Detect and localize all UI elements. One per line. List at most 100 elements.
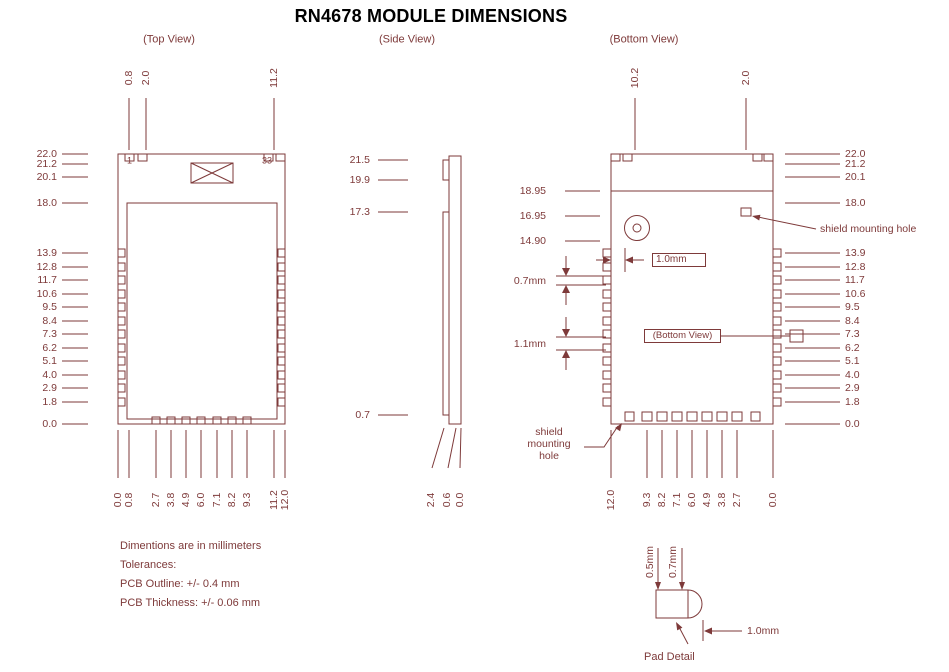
bottom-view-callout-box: (Bottom View) bbox=[644, 329, 721, 343]
dim-label: 10.2 bbox=[628, 67, 641, 89]
dim-label: 2.0 bbox=[139, 70, 152, 86]
dim-label: 4.9 bbox=[700, 492, 713, 508]
note-pcb-thickness: PCB Thickness: +/- 0.06 mm bbox=[120, 597, 261, 609]
side-view-drawing bbox=[378, 155, 462, 469]
dim-label: 11.2 bbox=[267, 490, 280, 510]
pin-pitch-dim-label: 1.1mm bbox=[513, 337, 546, 350]
dim-label: 4.0 bbox=[42, 368, 57, 381]
module-outline bbox=[117, 153, 286, 425]
shield-mounting-hole-square bbox=[740, 207, 752, 217]
pin-height-dim-label: 0.7mm bbox=[513, 274, 546, 287]
dim-label: 20.1 bbox=[36, 170, 57, 183]
dim-label: 2.4 bbox=[424, 492, 437, 508]
dim-label: 1.8 bbox=[845, 395, 860, 408]
dim-label: 12.8 bbox=[36, 260, 57, 273]
dim-label: 12.8 bbox=[845, 260, 866, 273]
dim-label: 4.9 bbox=[179, 492, 192, 508]
dim-label: 7.3 bbox=[42, 327, 57, 340]
dim-label: 3.8 bbox=[715, 492, 728, 508]
note-units: Dimentions are in millimeters bbox=[120, 540, 262, 552]
dim-label: 0.0 bbox=[42, 417, 57, 430]
dim-label: 18.0 bbox=[845, 196, 866, 209]
pad-detail-drawing bbox=[655, 548, 742, 645]
dim-label: 18.0 bbox=[36, 196, 57, 209]
dim-label: 8.4 bbox=[42, 314, 57, 327]
dim-label: 2.9 bbox=[845, 381, 860, 394]
note-pcb-outline: PCB Outline: +/- 0.4 mm bbox=[120, 578, 240, 590]
dim-label: 14.90 bbox=[519, 234, 546, 247]
shield-mounting-hole-label-right: shield mounting hole bbox=[820, 222, 917, 235]
pad-width-dim-label: 0.5mm bbox=[643, 545, 656, 579]
pad-length-dim-label: 1.0mm bbox=[747, 624, 780, 637]
pad-height-dim-label: 0.7mm bbox=[666, 545, 679, 579]
dim-label: 9.5 bbox=[845, 300, 860, 313]
pad-detail-caption: Pad Detail bbox=[644, 651, 695, 663]
dim-label: 5.1 bbox=[845, 354, 860, 367]
top-view-drawing bbox=[62, 98, 286, 478]
dim-label: 2.0 bbox=[739, 70, 752, 86]
dim-label: 0.0 bbox=[453, 492, 466, 508]
pin-33-label: 33 bbox=[262, 155, 273, 166]
top-view-label: (Top View) bbox=[143, 33, 195, 46]
dim-label: 1.8 bbox=[42, 395, 57, 408]
dim-label: 7.1 bbox=[670, 492, 683, 508]
dim-label: 4.0 bbox=[845, 368, 860, 381]
dim-label: 22.0 bbox=[845, 147, 866, 160]
dim-label: 0.0 bbox=[845, 417, 860, 430]
module-outline bbox=[610, 153, 774, 425]
dim-label: 6.0 bbox=[685, 492, 698, 508]
dim-label: 2.9 bbox=[42, 381, 57, 394]
dim-label: 13.9 bbox=[36, 246, 57, 259]
dim-label: 8.2 bbox=[225, 492, 238, 508]
dim-label: 20.1 bbox=[845, 170, 866, 183]
dim-label: 21.2 bbox=[36, 157, 57, 170]
dim-label: 6.2 bbox=[42, 341, 57, 354]
page-title: RN4678 MODULE DIMENSIONS bbox=[294, 6, 568, 26]
dim-label: 5.1 bbox=[42, 354, 57, 367]
side-view-label: (Side View) bbox=[378, 33, 436, 46]
pad-shape bbox=[655, 589, 703, 619]
dim-label: 7.3 bbox=[845, 327, 860, 340]
dim-label: 11.7 bbox=[37, 273, 57, 286]
pin-1-label: 1 bbox=[127, 155, 133, 166]
dim-label: 0.0 bbox=[766, 492, 779, 508]
dim-label: 10.6 bbox=[845, 287, 866, 300]
dim-label: 0.8 bbox=[122, 70, 135, 86]
dim-label: 22.0 bbox=[36, 147, 57, 160]
shield-mounting-hole-square bbox=[624, 411, 635, 422]
dim-label: 9.3 bbox=[640, 492, 653, 508]
dim-label: 2.7 bbox=[149, 492, 162, 508]
dim-label: 6.0 bbox=[194, 492, 207, 508]
pin-width-dim-box: 1.0mm bbox=[652, 253, 706, 267]
dim-label: 12.0 bbox=[604, 489, 617, 511]
antenna-keepout bbox=[190, 162, 234, 184]
dim-label: 0.7 bbox=[355, 408, 370, 421]
dim-label: 11.2 bbox=[267, 68, 280, 88]
pcb-edge-outline bbox=[448, 155, 462, 425]
dim-label: 0.0 bbox=[111, 492, 124, 508]
bottom-view-label: (Bottom View) bbox=[609, 33, 679, 46]
mounting-hole-circle bbox=[624, 215, 650, 241]
dim-label: 18.95 bbox=[519, 184, 546, 197]
bottom-view-drawing bbox=[556, 98, 840, 478]
shield-outline bbox=[126, 202, 278, 420]
dim-label: 19.9 bbox=[349, 173, 370, 186]
dim-label: 10.6 bbox=[36, 287, 57, 300]
dim-label: 17.3 bbox=[349, 205, 370, 218]
dim-label: 8.4 bbox=[845, 314, 860, 327]
dim-label: 12.0 bbox=[278, 489, 291, 511]
dim-label: 7.1 bbox=[210, 492, 223, 508]
dim-label: 0.6 bbox=[440, 492, 453, 508]
dim-label: 6.2 bbox=[845, 341, 860, 354]
dim-label: 21.2 bbox=[845, 157, 866, 170]
dim-label: 11.7 bbox=[845, 273, 865, 286]
shield-mounting-hole-label-left: shield bbox=[535, 425, 563, 438]
shield-mounting-hole-label-left: mounting bbox=[527, 437, 571, 450]
dim-label: 9.5 bbox=[42, 300, 57, 313]
dim-label: 2.7 bbox=[730, 492, 743, 508]
shield-mounting-hole-label-left: hole bbox=[539, 449, 559, 462]
dim-label: 21.5 bbox=[349, 153, 370, 166]
dim-label: 9.3 bbox=[240, 492, 253, 508]
